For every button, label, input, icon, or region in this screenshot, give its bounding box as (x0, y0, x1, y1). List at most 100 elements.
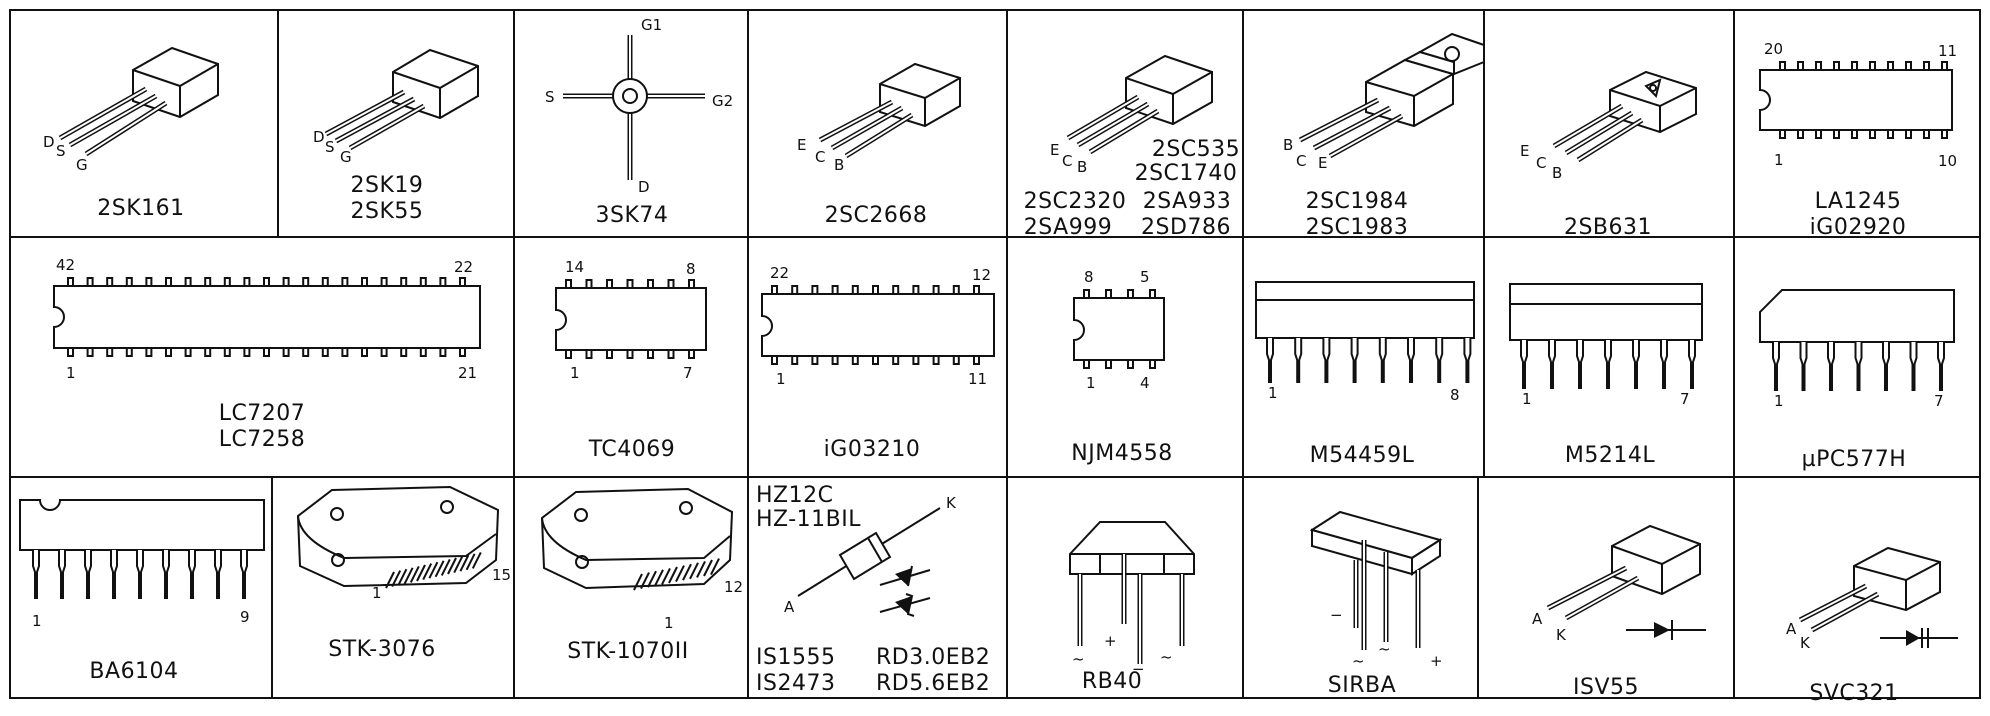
dip-pin (86, 277, 94, 287)
part-number: µPC577H (1802, 447, 1907, 472)
bridge-rectifier-drawing (1069, 521, 1195, 664)
dip-pin (771, 355, 778, 365)
cell-stk-3076: 1 15 STK-3076 (296, 485, 511, 662)
cell-lc7207-lc7258: 42 22 1 21 LC7207 LC7258 (53, 256, 481, 452)
part-number-2sc2320: 2SC2320 (1024, 189, 1127, 214)
module-pin (459, 554, 470, 572)
pin-label-20: 20 (1764, 40, 1783, 58)
part-number: 2SK161 (97, 196, 184, 221)
cell-2sc2668: E C B 2SC2668 (797, 62, 961, 228)
sip-lead (1772, 342, 1780, 391)
dip-package-drawing (761, 285, 995, 365)
dip-pin (1105, 289, 1112, 299)
pin-label-1: 1 (1268, 384, 1278, 402)
sip-lead (1322, 338, 1331, 383)
cell-sirba: − ~ ~ + SIRBA (1309, 510, 1443, 698)
dip-pin (400, 277, 408, 287)
dip-pin (67, 347, 74, 357)
cell-2sc1984-2sc1983: B C E 2SC1984 2SC1983 (1283, 32, 1485, 240)
pin-label-g1: G1 (641, 16, 662, 34)
part-number: 3SK74 (596, 203, 669, 228)
pin-label-4: 4 (1140, 374, 1150, 392)
dip-pin (263, 277, 270, 287)
pin-label-22: 22 (454, 258, 473, 276)
pin-label-ac2: ~ (1378, 640, 1391, 658)
pin-label-e: E (1050, 141, 1059, 159)
pin-label-b: B (1077, 158, 1087, 176)
pin-label-1: 1 (1522, 390, 1532, 408)
dip-pin (165, 277, 172, 287)
dip-pin (811, 285, 819, 295)
pin-label-c: C (1062, 152, 1072, 170)
pin-label-11: 11 (1938, 42, 1957, 60)
pin-label-8: 8 (1084, 268, 1094, 286)
module-pin (689, 562, 699, 580)
dip-pin (912, 285, 920, 295)
dip-pin (1127, 289, 1134, 299)
dip-pin (667, 349, 675, 359)
part-number-2sc1740: 2SC1740 (1135, 161, 1238, 186)
dip-package-drawing (1759, 61, 1953, 139)
dip-pin (439, 347, 447, 357)
dip-pin (973, 285, 980, 295)
module-pin (422, 563, 433, 581)
part-number: 2SC2668 (825, 203, 928, 228)
dip-pin (302, 347, 310, 357)
to92-transistor-drawing (58, 46, 219, 157)
sip-lead (1435, 338, 1444, 383)
module-pin (385, 571, 395, 589)
hybrid-module-drawing (296, 485, 500, 589)
dip-pin (585, 349, 593, 359)
module-pin (397, 568, 408, 586)
pin-label-12: 12 (972, 266, 991, 284)
cell-upc577h: 1 7 µPC577H (1759, 289, 1955, 472)
part-number-1: LC7207 (219, 401, 306, 426)
pin-label-42: 42 (56, 256, 75, 274)
dip-pin (165, 347, 172, 357)
part-number-rd5-6eb2: RD5.6EB2 (876, 671, 990, 696)
sip-lead (1576, 340, 1584, 389)
part-number-is1555: IS1555 (756, 645, 835, 670)
dip-pin (321, 277, 329, 287)
pin-label-11: 11 (968, 370, 987, 388)
sip-lead (1548, 340, 1556, 389)
pin-label-a: A (1532, 610, 1543, 628)
varicap-symbol-icon (1880, 628, 1958, 648)
to92-transistor-drawing (1066, 54, 1213, 155)
dip-package-drawing (1073, 289, 1165, 369)
cell-svc321: A K SVC321 (1786, 546, 1958, 706)
sip-lead (240, 550, 248, 599)
dip-pin (380, 277, 388, 287)
sip-package-drawing (1255, 281, 1475, 383)
dip-pin (912, 355, 920, 365)
module-pin (447, 557, 457, 575)
pin-label-5: 5 (1140, 268, 1150, 286)
sip-lead (1520, 340, 1528, 389)
pin-label-c: C (815, 148, 825, 166)
sip-lead (136, 550, 144, 599)
pin-label-ac1: ~ (1072, 650, 1085, 668)
module-pin (440, 558, 451, 576)
module-pin (409, 565, 420, 583)
to92-transistor-drawing (818, 62, 961, 159)
sip-lead (32, 550, 40, 599)
pin-label-k: K (1556, 626, 1567, 644)
module-pin (654, 569, 664, 587)
part-number: STK-3076 (328, 637, 435, 662)
cell-2sc535-group: E C B 2SC535 2SC1740 2SC2320 2SA933 2SA9… (1024, 54, 1240, 240)
part-number: 2SB631 (1564, 215, 1652, 240)
dip-pin (585, 279, 593, 289)
pin-label-7: 7 (1680, 390, 1690, 408)
to220-transistor-drawing (1298, 32, 1485, 159)
pin-label-minus: − (1132, 660, 1145, 678)
cell-stk-1070ii: 1 12 STK-1070II (540, 487, 743, 664)
dip-pin (419, 277, 427, 287)
pin-label-8: 8 (1450, 386, 1460, 404)
dip-pin (626, 279, 634, 289)
dip-pin (459, 277, 466, 287)
pin-label-c: C (1536, 154, 1546, 172)
cell-diodes: HZ12C HZ-11BIL K A IS1555 IS2473 RD3.0EB… (756, 483, 990, 696)
dip-pin (892, 285, 900, 295)
module-pin (703, 559, 713, 577)
part-number-2: 2SC1983 (1306, 215, 1409, 240)
